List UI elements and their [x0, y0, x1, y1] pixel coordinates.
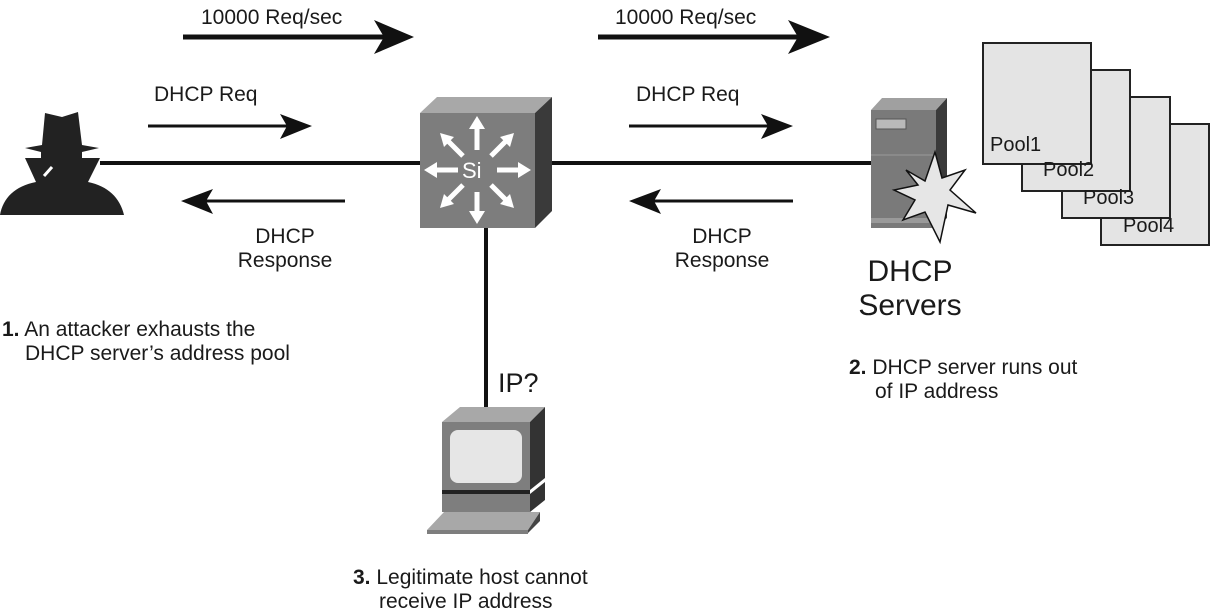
flow-rate-label-right: 10000 Req/sec [615, 6, 757, 29]
step-3-text: 3. Legitimate host cannot receive IP add… [353, 566, 588, 613]
pool-3-label: Pool3 [1083, 187, 1135, 209]
dhcp-response-label-left: DHCP Response [237, 225, 333, 272]
step-2-text: 2. DHCP server runs out of IP address [849, 356, 1078, 403]
response-arrow-left [181, 189, 345, 214]
pool-1-label: Pool1 [990, 134, 1042, 156]
flow-arrow-switch-server [598, 20, 830, 54]
host-computer-icon [427, 407, 545, 534]
multilayer-switch-icon [420, 97, 552, 228]
step-1-text: 1. An attacker exhausts the DHCP server’… [2, 318, 290, 365]
response-arrow-right [629, 189, 793, 214]
request-arrow-right [629, 114, 793, 139]
host-ip-query-label: IP? [498, 368, 539, 398]
pool-1-page [982, 42, 1092, 165]
flow-rate-label-left: 10000 Req/sec [201, 6, 343, 29]
dhcp-request-label-left: DHCP Req [154, 83, 258, 106]
attacker-icon [0, 112, 124, 215]
dhcp-servers-label: DHCP Servers [858, 255, 962, 322]
dhcp-response-label-right: DHCP Response [674, 225, 770, 272]
flow-arrow-attacker-switch [183, 20, 414, 54]
request-arrow-left [148, 114, 312, 139]
pool-4-label: Pool4 [1123, 215, 1175, 237]
address-pools [982, 42, 1210, 246]
switch-label: Si [462, 158, 482, 183]
explosion-icon [891, 149, 977, 245]
dhcp-request-label-right: DHCP Req [636, 83, 740, 106]
pool-2-label: Pool2 [1043, 159, 1095, 181]
